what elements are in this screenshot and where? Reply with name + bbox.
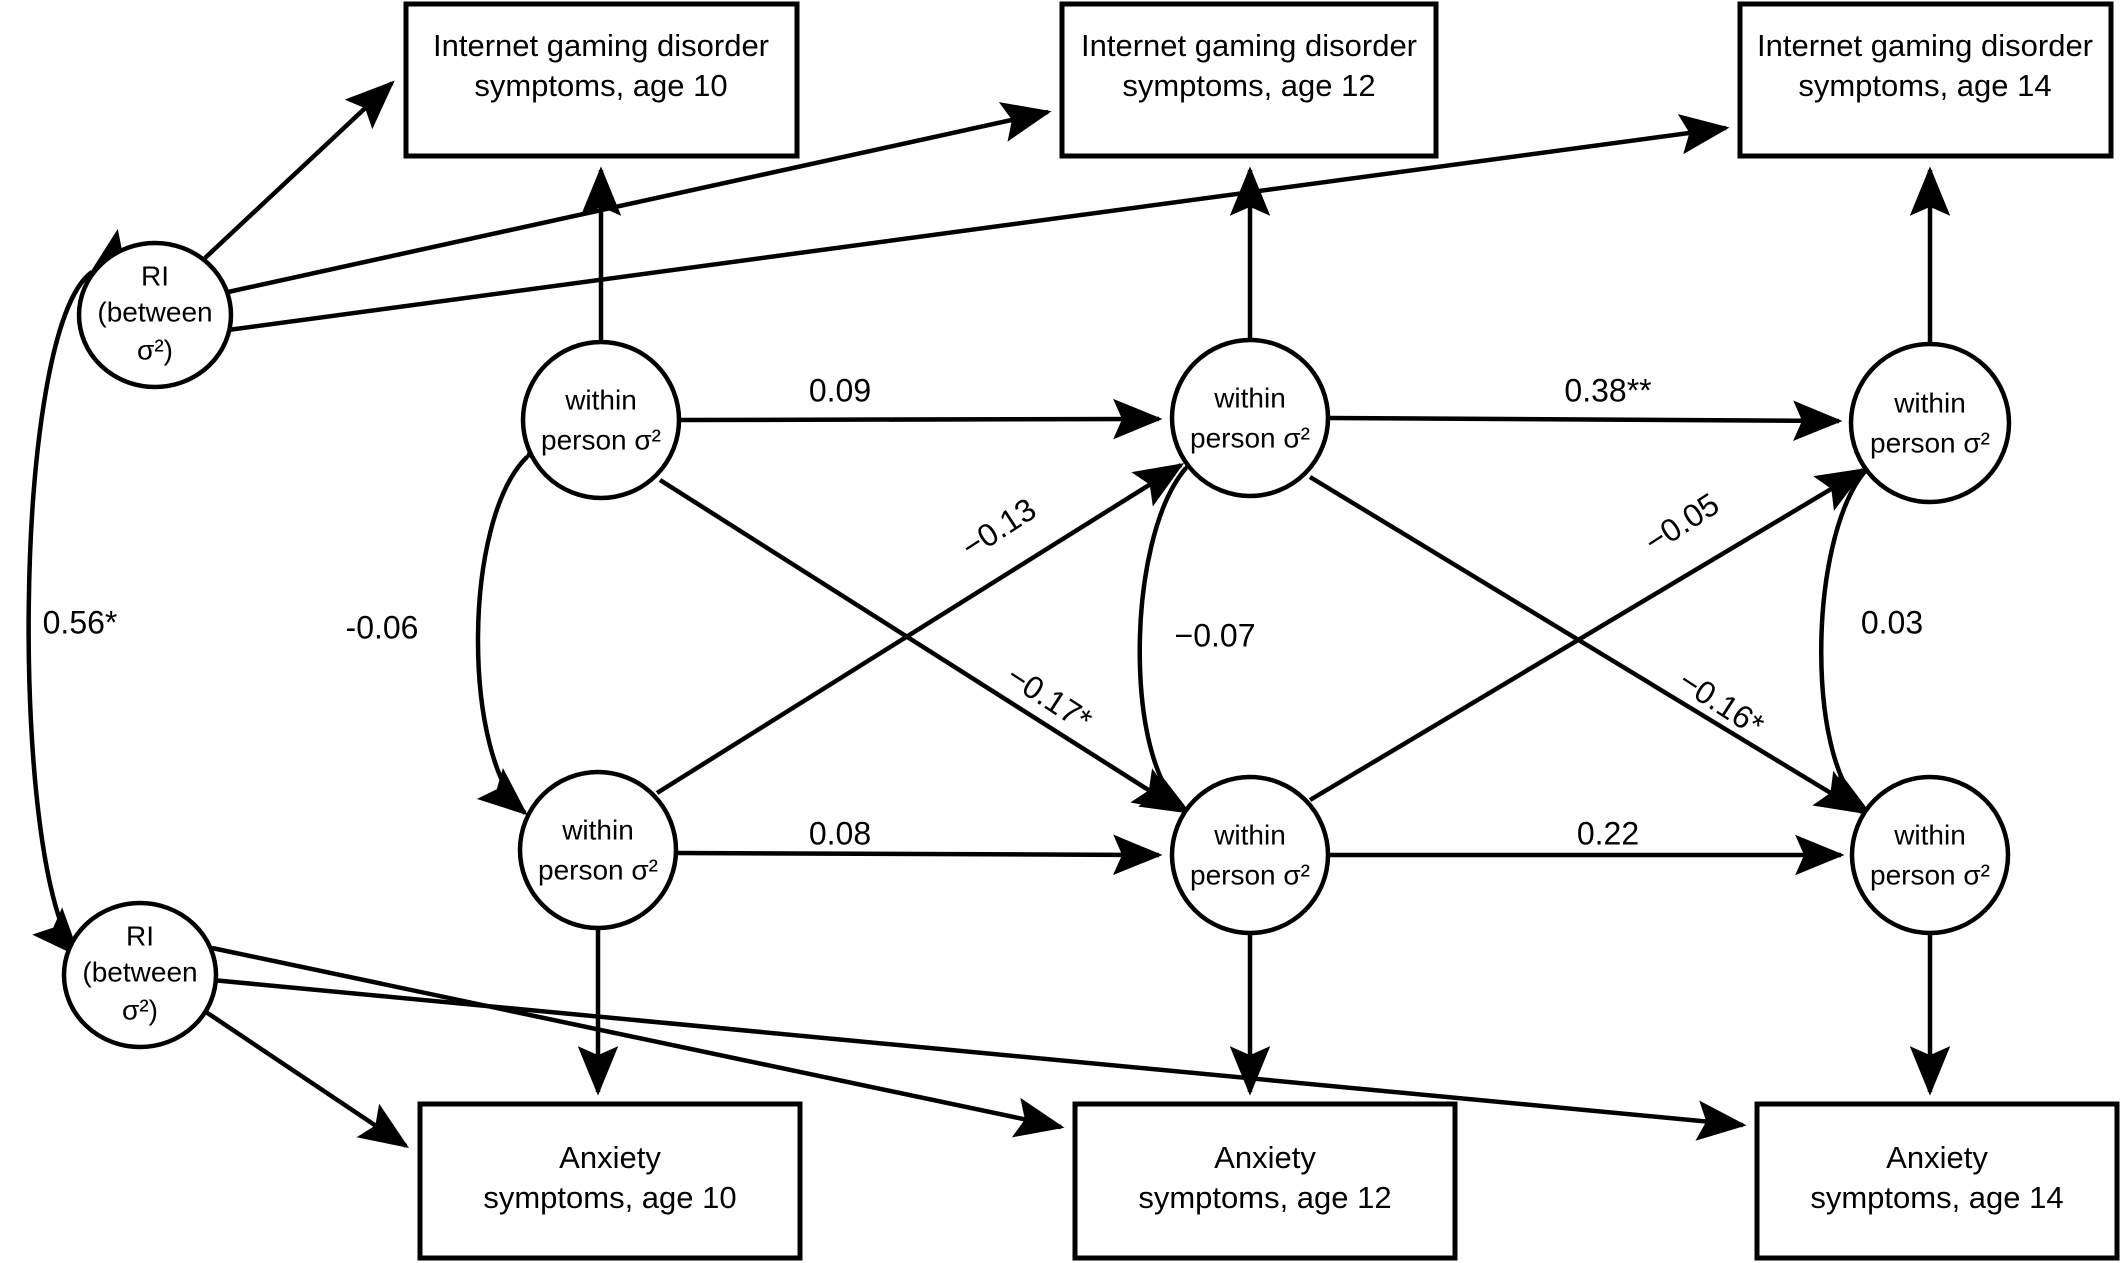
node-ri-igd-line1: RI — [141, 260, 169, 291]
coef-anx12-to-igd14: −0.05 — [1638, 486, 1726, 560]
node-shape-w-anx12 — [1169, 774, 1331, 936]
box-rect-anx14 — [1754, 1101, 2120, 1261]
coef-igd12-to-igd14: 0.38** — [1564, 372, 1651, 408]
box-anx12-line2: symptoms, age 12 — [1138, 1180, 1391, 1215]
coef-anx10-to-igd12: −0.13 — [955, 491, 1043, 565]
edge-igd12-to-igd14 — [1327, 400, 1843, 441]
node-shape-w-anx10 — [517, 769, 679, 931]
edge-w14-covariance — [1818, 421, 1912, 814]
edge-ri-anx-to-box-anx12 — [211, 945, 1065, 1138]
node-shape-ri-anx — [61, 900, 219, 1050]
coef-igd10-to-igd12: 0.09 — [809, 372, 871, 408]
edges — [26, 80, 1951, 1149]
box-rect-igd14 — [1737, 1, 2114, 159]
latent-nodes: RI (between σ²) RI (between σ²) within p… — [61, 240, 2012, 1050]
node-ri-anx-line3: σ²) — [122, 994, 158, 1025]
edge-igd10-to-anx12 — [658, 478, 1184, 812]
box-igd12-line1: Internet gaming disorder — [1081, 28, 1417, 63]
edge-ri-anx-to-box-anx14 — [211, 977, 1747, 1141]
edge-anx10-to-anx12 — [675, 834, 1163, 876]
node-w-anx12-line2: person σ² — [1190, 859, 1310, 890]
box-igd-age-12: Internet gaming disorder symptoms, age 1… — [1059, 1, 1439, 159]
node-ri-anx-line2: (between — [82, 956, 197, 987]
coef-w10-correlation: -0.06 — [346, 609, 419, 645]
node-within-igd-14: within person σ² — [1848, 341, 2012, 505]
node-within-igd-10: within person σ² — [520, 339, 682, 501]
box-igd10-line2: symptoms, age 10 — [474, 68, 727, 103]
box-anxiety-age-14: Anxiety symptoms, age 14 — [1754, 1101, 2120, 1261]
coef-igd12-to-anx14: −0.16* — [1672, 662, 1770, 743]
node-shape-w-igd12 — [1169, 337, 1331, 499]
node-ri-igd-line3: σ²) — [137, 334, 173, 365]
box-rect-anx10 — [417, 1101, 803, 1261]
coef-anx10-to-anx12: 0.08 — [809, 815, 871, 851]
coef-w12-correlation: −0.07 — [1175, 617, 1256, 653]
edge-w10-covariance — [475, 410, 575, 816]
box-igd10-line1: Internet gaming disorder — [433, 28, 769, 63]
node-ri-igd-line2: (between — [97, 296, 212, 327]
box-anx10-line2: symptoms, age 10 — [483, 1180, 736, 1215]
node-shape-ri-igd — [76, 240, 234, 390]
box-igd14-line1: Internet gaming disorder — [1757, 28, 2093, 63]
box-igd14-line2: symptoms, age 14 — [1798, 68, 2051, 103]
node-w-anx12-line1: within — [1213, 819, 1286, 850]
box-anx14-line2: symptoms, age 14 — [1810, 1180, 2063, 1215]
node-w-igd14-line2: person σ² — [1870, 427, 1990, 458]
node-within-anxiety-10: within person σ² — [517, 769, 679, 931]
box-anx12-line1: Anxiety — [1214, 1140, 1316, 1175]
box-rect-anx12 — [1072, 1101, 1458, 1261]
node-ri-igd: RI (between σ²) — [76, 240, 234, 390]
edge-ri-igd-to-box-igd14 — [227, 114, 1730, 333]
node-ri-anx-line1: RI — [126, 920, 154, 951]
edge-anx12-to-igd14 — [1308, 468, 1867, 802]
node-w-igd10-line1: within — [564, 384, 637, 415]
edge-ri-anx-to-box-anx10 — [204, 1010, 409, 1149]
observed-indicator-boxes: Internet gaming disorder symptoms, age 1… — [403, 1, 2120, 1261]
node-within-anxiety-14: within person σ² — [1849, 774, 2011, 936]
box-igd-age-14: Internet gaming disorder symptoms, age 1… — [1737, 1, 2114, 159]
box-anxiety-age-10: Anxiety symptoms, age 10 — [417, 1101, 803, 1261]
box-igd-age-10: Internet gaming disorder symptoms, age 1… — [403, 1, 800, 159]
node-w-anx10-line2: person σ² — [538, 854, 658, 885]
edge-w12-covariance — [1137, 419, 1232, 814]
node-shape-w-igd14 — [1848, 341, 2012, 505]
edge-ri-igd-to-box-igd12 — [227, 102, 1052, 295]
edge-ri-igd-to-box-igd10 — [203, 80, 395, 260]
box-rect-igd12 — [1059, 1, 1439, 159]
node-shape-w-igd10 — [520, 339, 682, 501]
node-w-igd10-line2: person σ² — [541, 424, 661, 455]
box-rect-igd10 — [403, 1, 800, 159]
node-w-igd12-line2: person σ² — [1190, 422, 1310, 453]
coef-ri-correlation: 0.56* — [43, 604, 118, 640]
coef-w14-correlation: 0.03 — [1861, 604, 1923, 640]
box-anx14-line1: Anxiety — [1886, 1140, 1988, 1175]
coef-anx12-to-anx14: 0.22 — [1577, 815, 1639, 851]
box-anxiety-age-12: Anxiety symptoms, age 12 — [1072, 1101, 1458, 1261]
node-w-anx14-line1: within — [1893, 819, 1966, 850]
edge-ri-covariance — [26, 228, 142, 958]
node-w-igd14-line1: within — [1893, 387, 1966, 418]
edge-igd10-to-igd12 — [678, 398, 1163, 440]
coefficient-labels: 0.56* -0.06 0.09 0.38** 0.08 0.22 −0.13 … — [43, 372, 1924, 851]
edge-igd12-to-anx14 — [1308, 475, 1866, 814]
edge-anx10-to-igd12 — [655, 463, 1185, 795]
node-within-igd-12: within person σ² — [1169, 337, 1331, 499]
box-anx10-line1: Anxiety — [559, 1140, 661, 1175]
node-w-anx10-line1: within — [561, 814, 634, 845]
node-ri-anxiety: RI (between σ²) — [61, 900, 219, 1050]
node-w-anx14-line2: person σ² — [1870, 859, 1990, 890]
node-shape-w-anx14 — [1849, 774, 2011, 936]
box-igd12-line2: symptoms, age 12 — [1122, 68, 1375, 103]
node-within-anxiety-12: within person σ² — [1169, 774, 1331, 936]
node-w-igd12-line1: within — [1213, 382, 1286, 413]
